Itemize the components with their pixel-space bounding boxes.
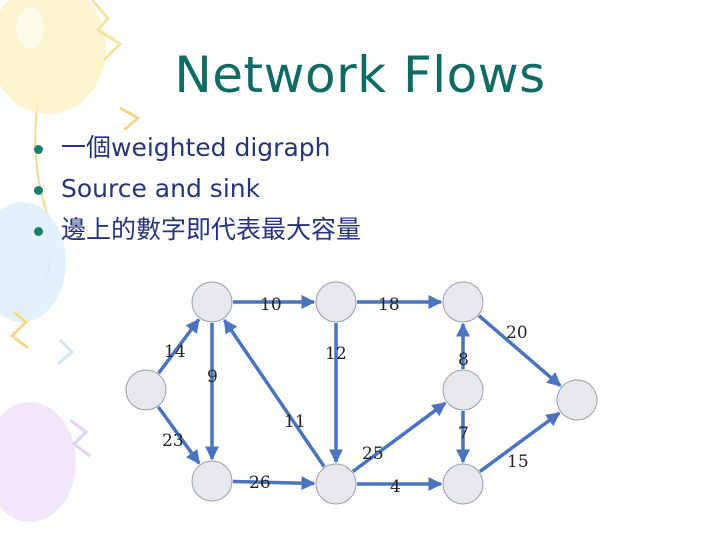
bullet-item: 邊上的數字即代表最大容量 (34, 212, 361, 253)
bullet-item: Source and sink (34, 171, 361, 212)
edge-weight-label: 23 (162, 431, 184, 451)
edge-weight-label: 14 (164, 342, 186, 362)
graph-edge-n0-n2 (156, 405, 201, 465)
graph-node-n4 (315, 463, 357, 505)
edge-weight-label: 26 (249, 473, 271, 493)
graph-edge-n4-n6 (351, 401, 447, 473)
graph-node-n1 (191, 281, 233, 323)
graph-node-n3 (315, 281, 357, 323)
edge-weight-label: 4 (390, 477, 401, 497)
weight-label-layer: 14 23 10 9 26 11 18 12 25 4 8 7 20 15 (162, 295, 529, 497)
streamer-icon (119, 106, 141, 132)
graph-edge-n2-n4 (232, 476, 316, 491)
graph-node-n7 (442, 463, 484, 505)
edge-weight-label: 11 (284, 412, 306, 432)
graph-node-n2 (191, 460, 233, 502)
bullet-dot-icon (34, 227, 43, 236)
bullet-text: 一個weighted digraph (61, 133, 331, 162)
edge-weight-label: 25 (362, 444, 384, 464)
edge-weight-label: 20 (506, 323, 528, 343)
bullet-dot-icon (34, 186, 43, 195)
graph-node-n0 (125, 369, 167, 411)
edge-weight-label: 18 (378, 295, 400, 315)
streamer-icon (90, 0, 123, 62)
bullet-text: 邊上的數字即代表最大容量 (61, 215, 362, 244)
balloon-purple-icon (0, 402, 76, 522)
graph-node-n6 (442, 369, 484, 411)
bullet-text: Source and sink (61, 174, 261, 203)
edge-weight-label: 12 (325, 344, 347, 364)
edge-weight-label: 10 (260, 295, 282, 315)
edge-weight-label: 15 (507, 452, 529, 472)
graph-edge-n4-n1 (222, 319, 326, 468)
graph-node-n5 (442, 281, 484, 323)
edge-layer (156, 295, 562, 491)
graph-node-n8 (556, 379, 598, 421)
slide-title: Network Flows (174, 46, 546, 104)
streamer-icon (9, 310, 29, 350)
node-layer (125, 281, 598, 505)
graph-edge-n5-n8 (477, 314, 562, 387)
balloon-highlight-icon (16, 8, 44, 48)
edge-weight-label: 9 (207, 367, 218, 387)
bullet-item: 一個weighted digraph (34, 130, 361, 171)
edge-weight-label: 7 (458, 424, 469, 444)
bullet-dot-icon (34, 145, 43, 154)
streamer-icon (69, 418, 91, 458)
edge-weight-label: 8 (458, 350, 469, 370)
graph-edge-n0-n1 (157, 318, 201, 375)
balloon-blue-icon (0, 202, 66, 322)
graph-edge-n7-n8 (478, 411, 561, 473)
streamer-icon (57, 338, 75, 366)
bullet-list: 一個weighted digraph Source and sink 邊上的數字… (34, 130, 361, 253)
